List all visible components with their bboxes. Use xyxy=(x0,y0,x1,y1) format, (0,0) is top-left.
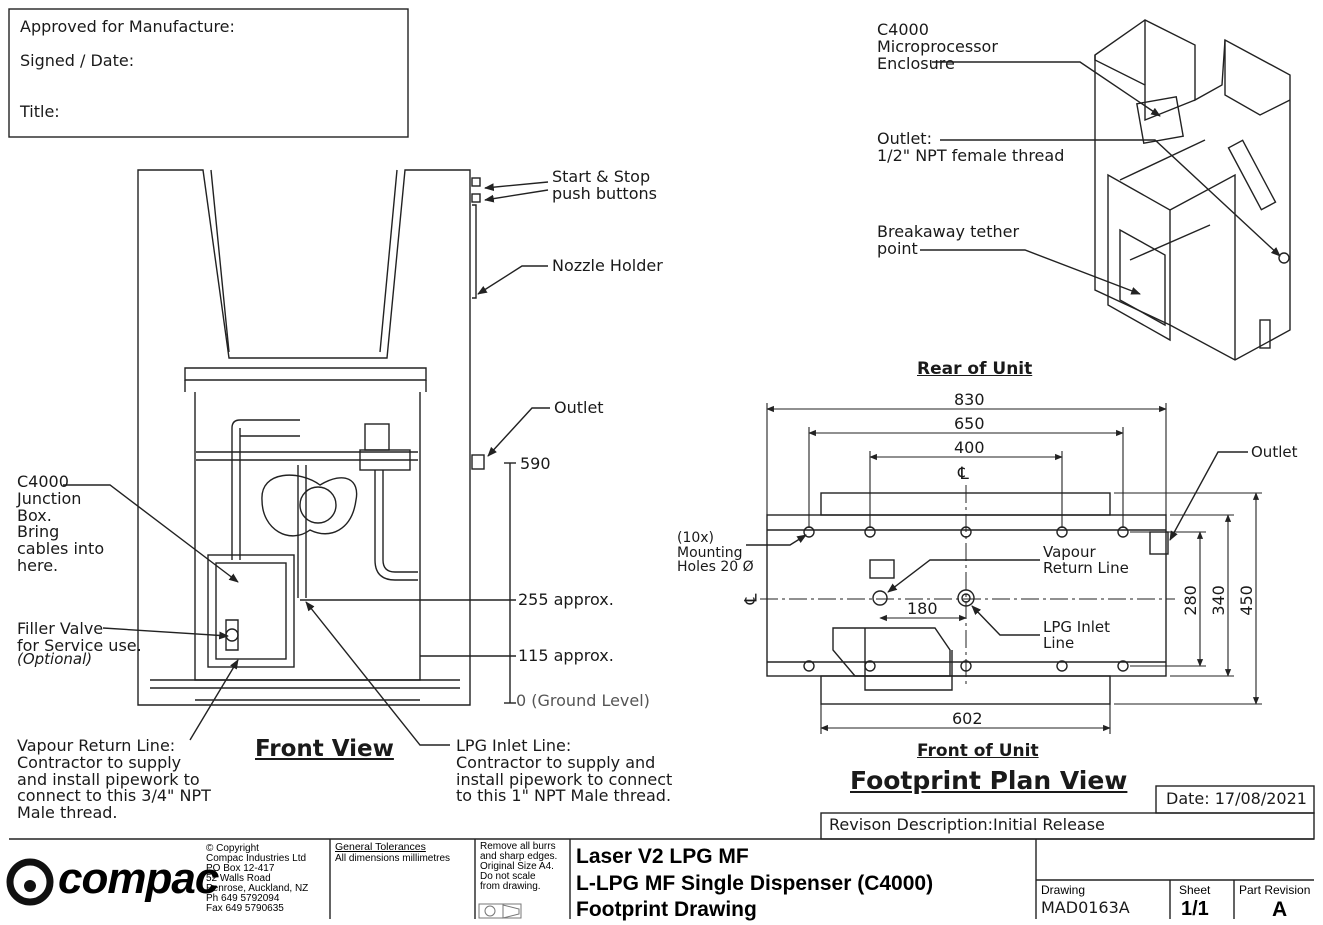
plan-outlet-label: Outlet xyxy=(1251,443,1298,461)
plan-vapour-label: Vapour Return Line xyxy=(1043,543,1129,577)
centerline-mark-left: ℄ xyxy=(741,593,762,605)
plan-centerlines xyxy=(760,485,1175,685)
projection-symbol xyxy=(478,903,522,919)
compac-logo-text: compac xyxy=(58,854,219,903)
part-revision-label: Part Revision xyxy=(1239,883,1311,897)
tolerances-title: General Tolerances xyxy=(335,841,426,853)
date-text: Date: 17/08/2021 xyxy=(1166,789,1307,808)
enclosure-label: C4000 Microprocessor Enclosure xyxy=(877,20,998,73)
revision-text: Revison Description:Initial Release xyxy=(829,815,1105,834)
plan-view-heading: Footprint Plan View xyxy=(850,766,1128,795)
vapour-return-note: Vapour Return Line: Contractor to supply… xyxy=(17,736,211,823)
approved-label: Approved for Manufacture: xyxy=(20,17,235,36)
lpg-inlet-note: LPG Inlet Line: Contractor to supply and… xyxy=(456,736,673,806)
dim-280: 280 xyxy=(1180,585,1200,616)
dim-830: 830 xyxy=(954,390,985,409)
title-block-lines xyxy=(9,785,1315,919)
drawing-title-2: L-LPG MF Single Dispenser (C4000) xyxy=(576,872,934,895)
dim-255: 255 approx. xyxy=(518,590,614,609)
plan-dimensions xyxy=(766,403,1262,734)
dim-650: 650 xyxy=(954,414,985,433)
title-label: Title: xyxy=(20,102,60,121)
part-revision-value: A xyxy=(1272,898,1288,921)
filler-valve-label: Filler Valve for Service use. xyxy=(17,619,142,656)
junction-box-label: C4000 Junction Box. Bring cables into he… xyxy=(17,472,105,575)
dim-450: 450 xyxy=(1236,585,1256,616)
optional-label: (Optional) xyxy=(17,650,93,668)
front-of-unit: Front of Unit xyxy=(917,741,1039,761)
iso-outlet-label: Outlet: 1/2" NPT female thread xyxy=(877,129,1065,165)
front-view-heading: Front View xyxy=(255,736,394,762)
dim-340: 340 xyxy=(1208,585,1228,616)
front-view-leaders xyxy=(63,181,550,746)
tolerances-text: All dimensions millimetres xyxy=(335,853,451,864)
dim-180: 180 xyxy=(907,599,938,618)
compac-logo-mark xyxy=(6,858,54,906)
nozzle-holder-label: Nozzle Holder xyxy=(552,256,663,275)
burrs-note: Remove all burrs and sharp edges. Origin… xyxy=(480,841,558,892)
outlet-label: Outlet xyxy=(554,398,604,417)
front-view-dimensions xyxy=(300,462,516,704)
tether-label: Breakaway tether point xyxy=(877,222,1020,258)
plan-leaders xyxy=(746,451,1248,636)
copyright-text: © Copyright Compac Industries Ltd PO Box… xyxy=(206,843,309,914)
approval-box xyxy=(8,8,409,138)
centerline-mark-top: ℄ xyxy=(958,464,969,484)
start-stop-label: Start & Stop push buttons xyxy=(552,167,657,203)
dim-590: 590 xyxy=(520,454,551,473)
drawing-title-1: Laser V2 LPG MF xyxy=(576,845,749,868)
sheet-label: Sheet xyxy=(1179,883,1211,897)
dim-400: 400 xyxy=(954,438,985,457)
dim-602: 602 xyxy=(952,709,983,728)
drawing-title-3: Footprint Drawing xyxy=(576,898,757,921)
signed-label: Signed / Date: xyxy=(20,51,135,70)
mounting-holes-label: (10x) Mounting Holes 20 Ø xyxy=(677,530,754,576)
iso-leaders xyxy=(920,61,1281,295)
drawing-number: MAD0163A xyxy=(1041,898,1130,917)
isometric-view xyxy=(1094,19,1291,361)
drawing-label: Drawing xyxy=(1041,883,1086,897)
front-view-outline xyxy=(137,169,485,706)
sheet-value: 1/1 xyxy=(1181,898,1209,920)
rear-of-unit: Rear of Unit xyxy=(917,359,1033,379)
dim-115: 115 approx. xyxy=(518,646,614,665)
dim-ground: 0 (Ground Level) xyxy=(516,691,650,710)
plan-lpg-label: LPG Inlet Line xyxy=(1043,618,1111,652)
